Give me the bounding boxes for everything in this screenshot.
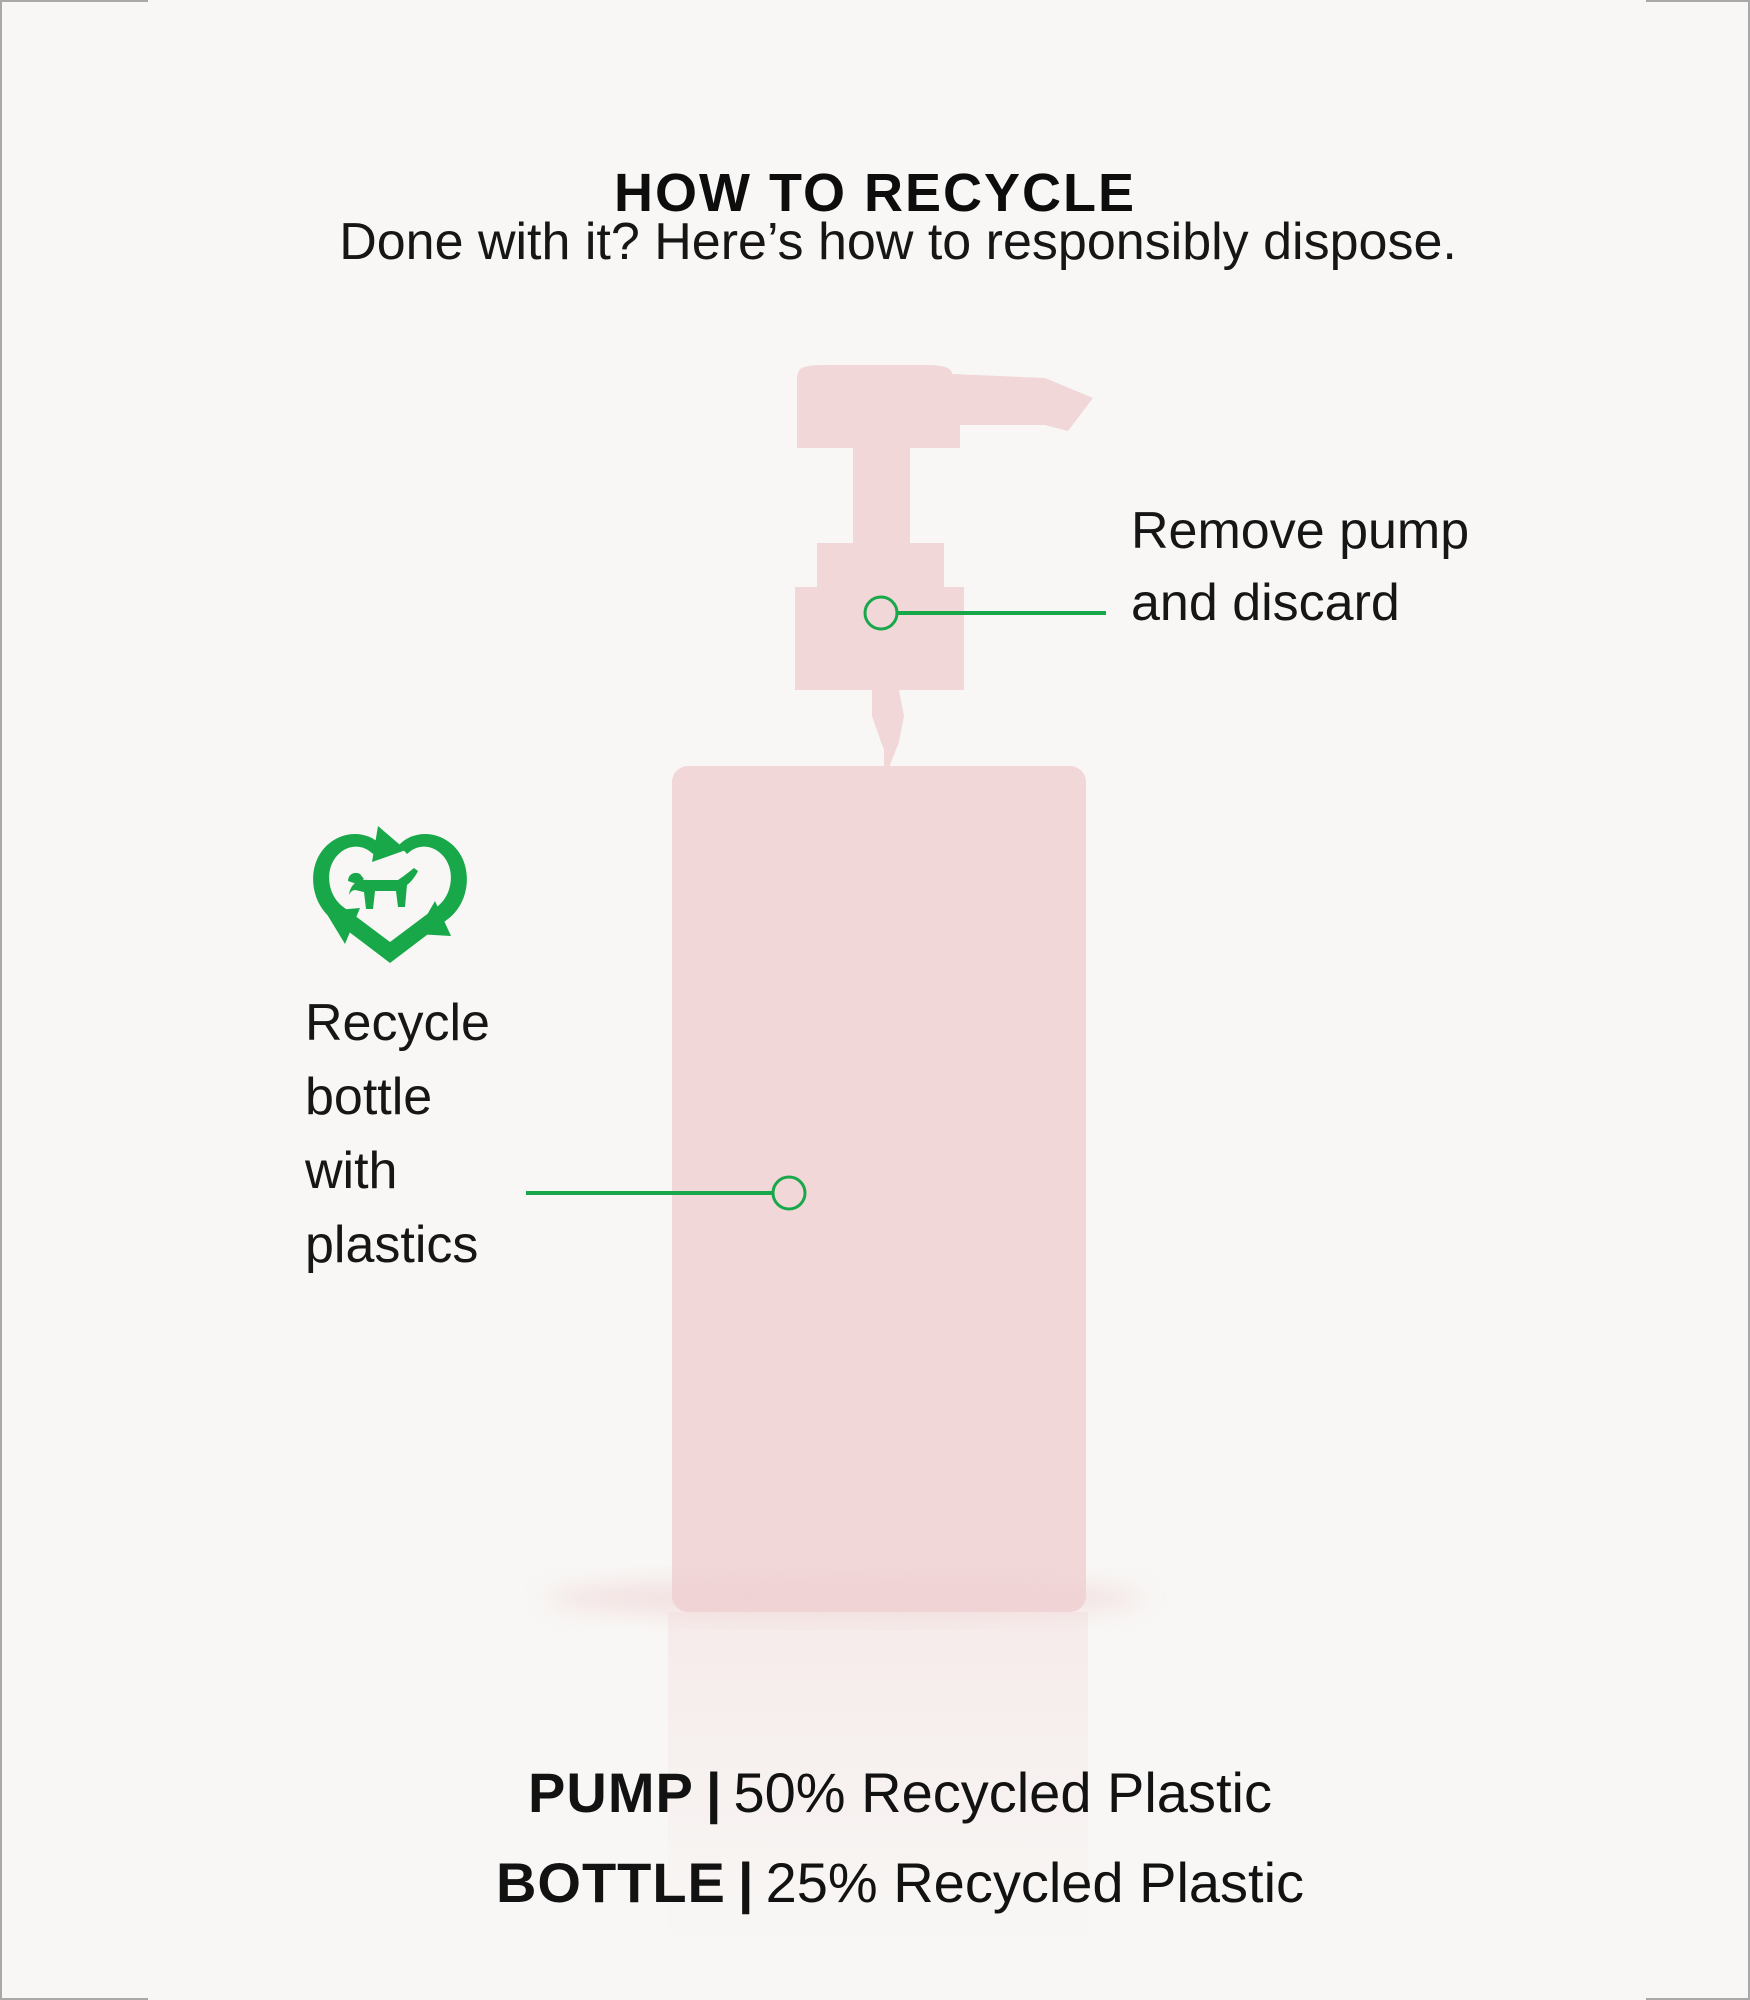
page-title: HOW TO RECYCLE xyxy=(613,163,1136,224)
pump-material-separator: | xyxy=(705,1761,722,1824)
recycle-heart-dog-icon xyxy=(306,818,474,970)
frame-top-right-border xyxy=(1646,0,1750,2)
frame-bottom-left-border xyxy=(0,1998,148,2000)
bottle-material-separator: | xyxy=(737,1851,754,1914)
bottle-material-info: BOTTLE|25% Recycled Plastic xyxy=(0,1846,1750,1920)
frame-bottom-right-border xyxy=(1646,1998,1750,2000)
remove-pump-instruction: Remove pump and discard xyxy=(1131,502,1470,632)
bottle-material-label: BOTTLE xyxy=(495,1851,726,1914)
pump-material-label: PUMP xyxy=(528,1761,694,1824)
recycle-bottle-instruction: Recycle bottle with plastics xyxy=(305,994,490,1274)
bottle-callout-connector xyxy=(526,1175,807,1211)
recycle-symbol-icon xyxy=(313,826,467,963)
page-subtitle: Done with it? Here’s how to responsibly … xyxy=(339,213,1457,271)
frame-right-border xyxy=(1748,0,1750,2000)
bottle-material-value: 25% Recycled Plastic xyxy=(765,1851,1305,1914)
pump-material-info: PUMP|50% Recycled Plastic xyxy=(0,1756,1750,1830)
pump-material-value: 50% Recycled Plastic xyxy=(733,1761,1272,1824)
pump-shape xyxy=(795,365,1093,766)
frame-top-left-border xyxy=(0,0,148,2)
pump-callout-connector xyxy=(863,595,1106,631)
frame-left-border xyxy=(0,0,2,2000)
